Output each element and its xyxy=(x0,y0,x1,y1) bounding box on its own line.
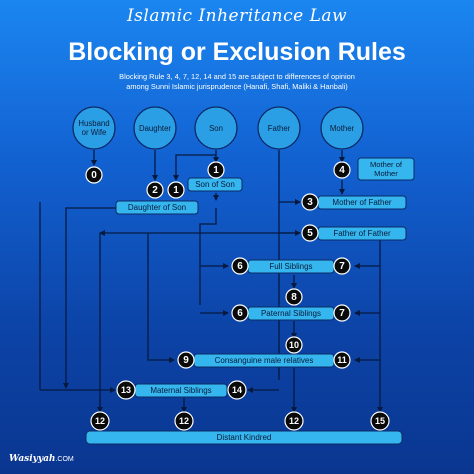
circle-daughter xyxy=(133,106,177,150)
subtitle-line-1: Blocking Rule 3, 4, 7, 12, 14 and 15 are… xyxy=(119,72,355,81)
rule-badge-6a: 6 xyxy=(237,260,243,272)
connector-lines xyxy=(39,150,401,413)
rule-badge-15: 15 xyxy=(374,416,385,426)
brand-name: Wasiyyah xyxy=(9,454,56,464)
circle-mother xyxy=(320,106,364,150)
page-title: Blocking or Exclusion Rules xyxy=(68,38,406,66)
box-daughter-of-son xyxy=(115,200,199,215)
label-distant-kindred: Distant Kindred xyxy=(216,433,272,442)
brand-suffix: .COM xyxy=(55,456,74,463)
box-distant-kindred xyxy=(85,430,403,445)
heir-circles xyxy=(72,106,364,150)
rule-badge-9: 9 xyxy=(183,354,189,366)
brand-logo: Wasiyyah.COM xyxy=(9,454,74,464)
circle-father xyxy=(257,106,301,150)
heir-son: Son xyxy=(209,123,223,133)
rule-badge-6b: 6 xyxy=(237,307,243,319)
heir-daughter: Daughter xyxy=(138,123,172,133)
rule-badge-1: 1 xyxy=(213,164,219,176)
label-full-siblings: Full Siblings xyxy=(269,262,313,271)
label-father-of-father: Father of Father xyxy=(333,229,391,238)
label-daughter-of-son: Daughter of Son xyxy=(127,203,187,212)
rule-badge-1b: 1 xyxy=(173,184,179,196)
rule-badge-2: 2 xyxy=(152,184,158,196)
circle-son xyxy=(194,106,238,150)
circle-husband-or-wife xyxy=(72,106,116,150)
label-mother-of-father: Mother of Father xyxy=(332,198,392,207)
label-son-of-son: Son of Son xyxy=(195,180,235,189)
rule-badge-13: 13 xyxy=(120,385,131,395)
label-mother-of-mother: Mother of Mother xyxy=(369,160,403,178)
rule-badge-3: 3 xyxy=(307,196,313,208)
rule-badge-7a: 7 xyxy=(339,260,345,272)
subtitle: Blocking Rule 3, 4, 7, 12, 14 and 15 are… xyxy=(40,72,434,92)
label-consanguine-male-relatives: Consanguine male relatives xyxy=(214,356,314,365)
label-maternal-siblings: Maternal Siblings xyxy=(150,386,212,395)
heir-husband-or-wife: Husband or Wife xyxy=(78,119,110,137)
rule-badges xyxy=(85,161,390,431)
rule-badge-5: 5 xyxy=(307,227,313,239)
rule-badge-12c: 12 xyxy=(288,416,299,426)
rule-badge-10: 10 xyxy=(288,340,299,350)
box-mother-of-mother xyxy=(357,157,415,181)
heir-mother: Mother xyxy=(329,123,355,133)
rule-badge-8: 8 xyxy=(291,291,297,303)
rule-badge-7b: 7 xyxy=(339,307,345,319)
label-paternal-siblings: Paternal Siblings xyxy=(260,309,322,318)
heir-father: Father xyxy=(267,123,291,133)
subtitle-line-2: among Sunni Islamic jurisprudence (Hanaf… xyxy=(126,82,348,91)
rule-badge-4: 4 xyxy=(339,164,345,176)
rule-badge-14: 14 xyxy=(231,385,242,395)
rule-badge-12b: 12 xyxy=(178,416,189,426)
rule-badge-12a: 12 xyxy=(94,416,105,426)
label-boxes xyxy=(85,157,415,445)
script-title: Islamic Inheritance Law xyxy=(126,6,348,26)
rule-badge-11: 11 xyxy=(337,355,347,365)
rule-badge-0: 0 xyxy=(91,169,97,181)
